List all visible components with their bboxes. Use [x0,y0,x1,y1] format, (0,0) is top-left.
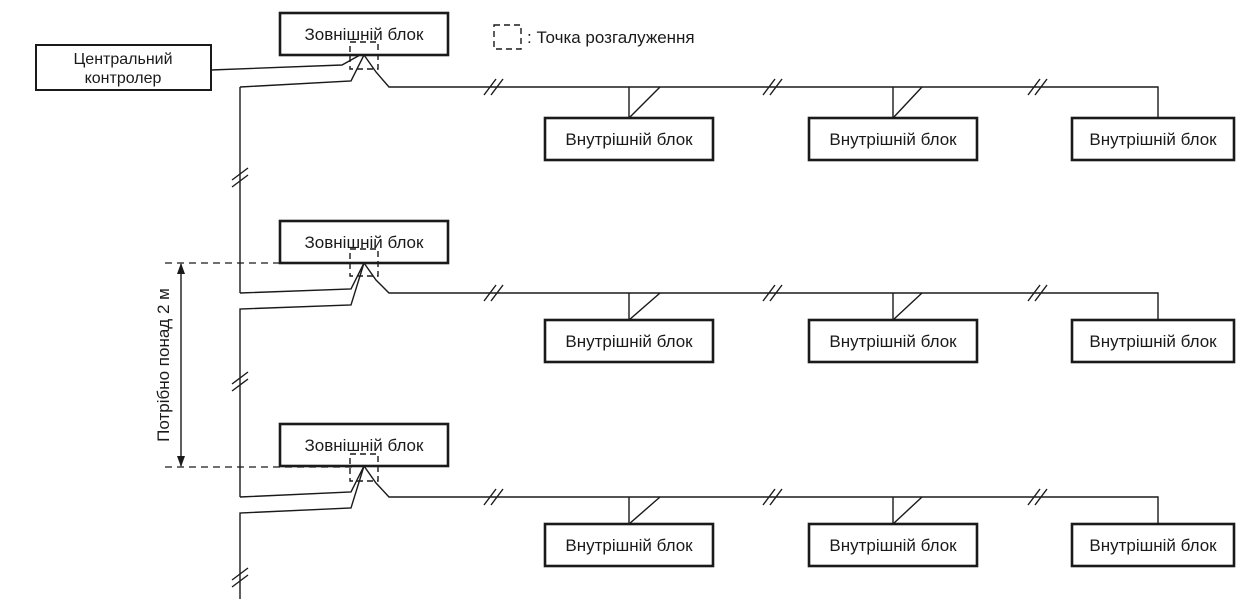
outdoor-unit-label: Зовнішній блок [305,25,424,44]
break-mark [231,174,249,188]
break-mark [483,78,497,96]
indoor-unit-box [1070,318,1236,364]
break-mark [762,284,776,302]
indoor-unit-label: Внутрішній блок [829,536,957,555]
vertical-wiring [231,87,365,599]
indoor-unit-box [543,116,715,162]
legend-branch-point-label: : Точка розгалуження [527,28,695,47]
break-mark [1027,284,1041,302]
indoor-unit-label: Внутрішній блок [1089,536,1217,555]
break-mark [231,378,249,392]
vertical-wire-2 [239,262,365,497]
indoor-unit-box [543,318,715,364]
transmission-wire [239,261,1159,320]
branch-point-marker [349,41,379,70]
legend: : Точка розгалуження [493,24,695,50]
indoor-unit-box [1070,116,1236,162]
break-mark [1027,488,1041,506]
branch-point-marker [349,453,379,482]
indoor-unit-box [807,522,979,568]
break-mark [1034,488,1048,506]
indoor-unit-box [1070,522,1236,568]
break-mark [483,488,497,506]
drop-wire-2-diag [892,496,923,525]
indoor-unit-box [807,318,979,364]
indoor-unit-label: Внутрішній блок [565,536,693,555]
central-controller-label-line1: Центральний [73,51,172,68]
break-mark [762,488,776,506]
break-mark [1027,78,1041,96]
break-mark [231,567,249,581]
central-controller-box [35,44,212,91]
dimension-label: Потрібно понад 2 м [154,288,173,442]
drop-wire-1-diag [628,86,661,119]
outdoor-unit-label: Зовнішній блок [305,233,424,252]
transmission-wire [239,53,1159,118]
break-mark [490,488,504,506]
system-group-1: Зовнішній блок Внутрішній блок Внутрішні… [239,11,1236,162]
height-dimension: Потрібно понад 2 м [154,262,352,468]
break-mark [762,78,776,96]
system-group-2: Зовнішній блок Внутрішній блок Внутрішні… [239,219,1236,364]
central-controller: Центральний контролер [35,44,212,91]
indoor-unit-box [807,116,979,162]
indoor-unit-label: Внутрішній блок [1089,332,1217,351]
break-mark [1034,78,1048,96]
break-mark [231,167,249,181]
system-group-3: Зовнішній блок Внутрішній блок Внутрішні… [239,422,1236,568]
drop-wire-1-diag [628,496,661,525]
outdoor-unit-label: Зовнішній блок [305,436,424,455]
break-mark [769,284,783,302]
break-mark [231,574,249,588]
drop-wire-2-diag [892,292,923,321]
controller-wire [210,54,361,71]
break-mark [1034,284,1048,302]
indoor-unit-label: Внутрішній блок [565,332,693,351]
break-mark [483,284,497,302]
break-mark [490,284,504,302]
central-controller-label-line2: контролер [85,70,162,87]
indoor-unit-box [543,522,715,568]
break-mark [231,371,249,385]
drop-wire-2-diag [892,86,923,119]
dimension-arrow-up-icon [177,263,185,274]
break-mark [769,488,783,506]
indoor-unit-label: Внутрішній блок [829,332,957,351]
outdoor-unit-box [278,219,450,265]
indoor-unit-label: Внутрішній блок [1089,130,1217,149]
dimension-arrow-down-icon [177,456,185,467]
vertical-wire-3 [239,465,365,599]
indoor-unit-label: Внутрішній блок [565,130,693,149]
break-mark [769,78,783,96]
break-mark [490,78,504,96]
indoor-unit-label: Внутрішній блок [829,130,957,149]
branch-point-marker [349,248,379,277]
legend-branch-point-icon [493,24,522,50]
drop-wire-1-diag [628,292,661,321]
transmission-wire [239,464,1159,524]
